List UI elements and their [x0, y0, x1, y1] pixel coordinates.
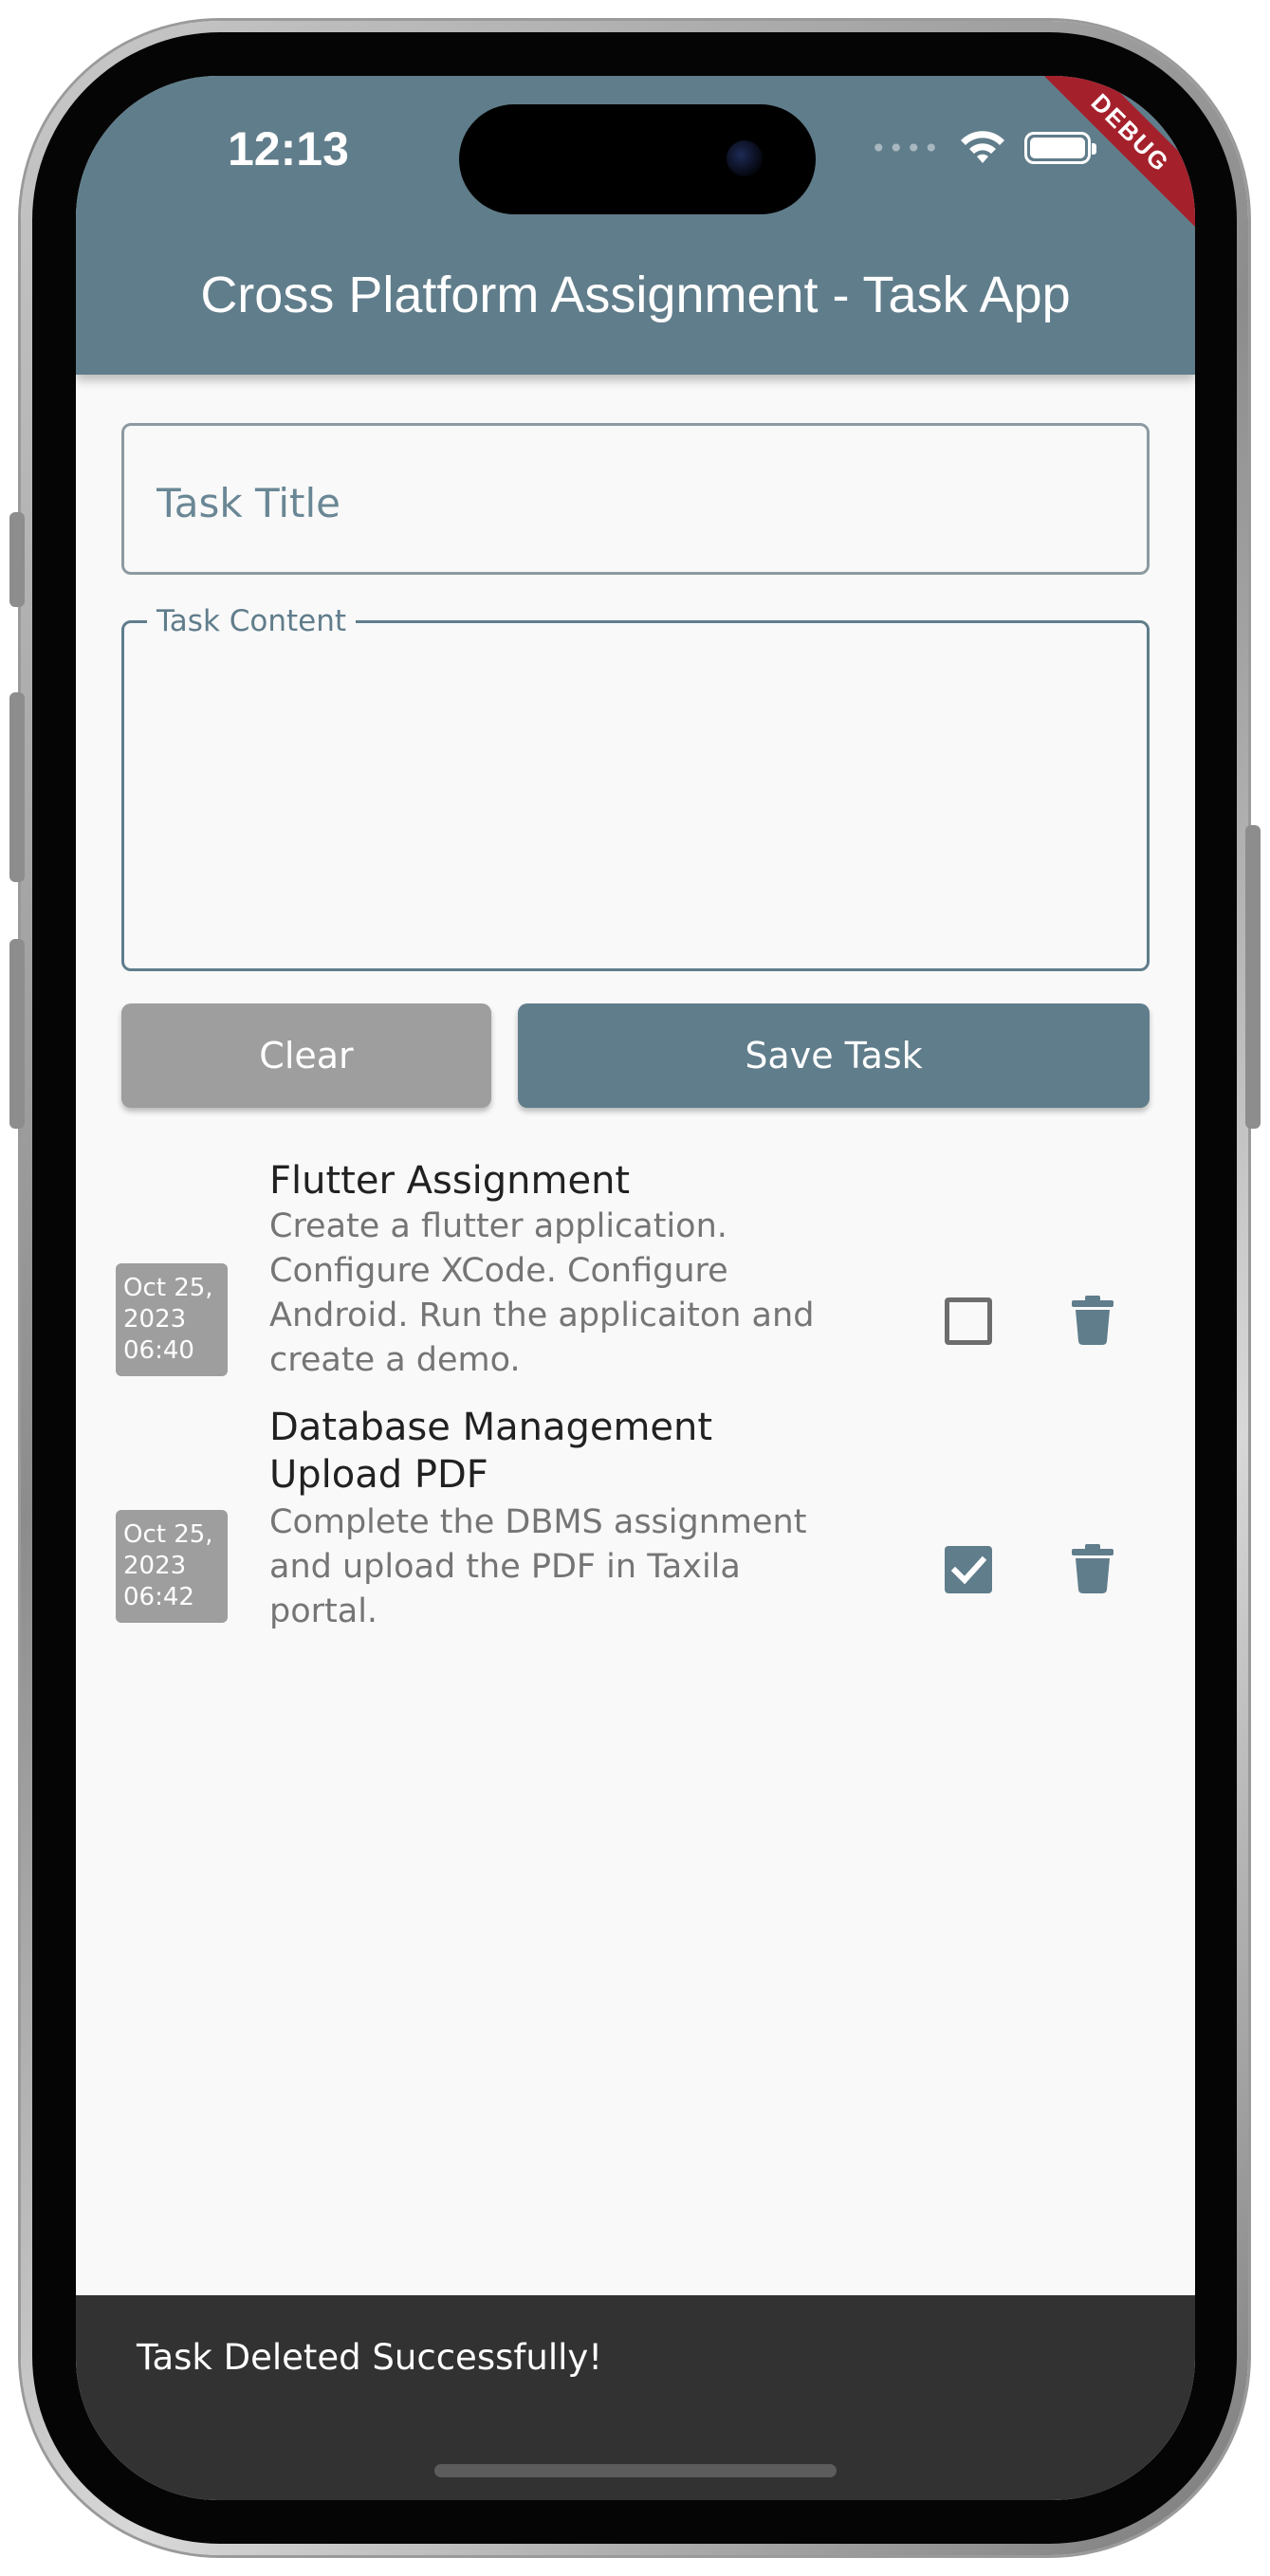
task-date-line: 06:42: [123, 1583, 194, 1611]
app-screen: 12:13 •••• DEBUG Cross Platform Assignme…: [76, 76, 1195, 2500]
battery-icon: [1024, 132, 1096, 164]
task-date-line: 06:40: [123, 1336, 194, 1365]
task-description: Create a flutter application. Configure …: [269, 1207, 815, 1379]
task-content-field[interactable]: Task Content: [121, 604, 1150, 971]
task-date-line: Oct 25,: [123, 1274, 213, 1302]
wifi-icon: [961, 131, 1004, 163]
task-complete-checkbox[interactable]: [945, 1297, 992, 1345]
save-task-button[interactable]: Save Task: [518, 1003, 1150, 1108]
side-button-volume-up: [9, 692, 25, 882]
app-bar: 12:13 •••• DEBUG Cross Platform Assignme…: [76, 76, 1195, 375]
home-indicator[interactable]: [434, 2464, 837, 2477]
task-date-badge: Oct 25, 2023 06:42: [116, 1510, 228, 1623]
snackbar-message: Task Deleted Successfully!: [137, 2337, 603, 2378]
camera-icon: [727, 140, 763, 176]
task-title: Flutter Assignment: [269, 1159, 631, 1203]
task-date-line: 2023: [123, 1552, 187, 1580]
status-time: 12:13: [228, 122, 349, 175]
side-button-volume-down: [9, 939, 25, 1129]
signal-dots-icon: ••••: [870, 132, 941, 164]
task-content-label: Task Content: [147, 604, 357, 638]
task-date-line: 2023: [123, 1305, 187, 1334]
task-title: Database Management Upload PDF: [269, 1406, 713, 1497]
task-complete-checkbox[interactable]: [945, 1546, 992, 1593]
task-item: Oct 25, 2023 06:40 Flutter Assignment Cr…: [76, 1157, 1195, 1394]
status-icons: ••••: [870, 129, 1096, 167]
task-title-field[interactable]: [121, 423, 1150, 575]
app-title: Cross Platform Assignment - Task App: [200, 267, 1071, 323]
task-description: Complete the DBMS assignment and upload …: [269, 1503, 807, 1630]
check-icon: [950, 1555, 987, 1585]
clear-button[interactable]: Clear: [121, 1003, 491, 1108]
side-button-power: [1245, 825, 1261, 1129]
task-content-input[interactable]: [153, 661, 1124, 949]
task-title-input[interactable]: [155, 473, 1107, 532]
task-date-badge: Oct 25, 2023 06:40: [116, 1263, 228, 1376]
dynamic-island: [459, 104, 816, 214]
delete-task-icon[interactable]: [1072, 1296, 1114, 1345]
task-date-line: Oct 25,: [123, 1520, 213, 1549]
side-button-action: [9, 512, 25, 607]
delete-task-icon[interactable]: [1072, 1544, 1114, 1593]
task-item: Oct 25, 2023 06:42 Database Management U…: [76, 1404, 1195, 1630]
